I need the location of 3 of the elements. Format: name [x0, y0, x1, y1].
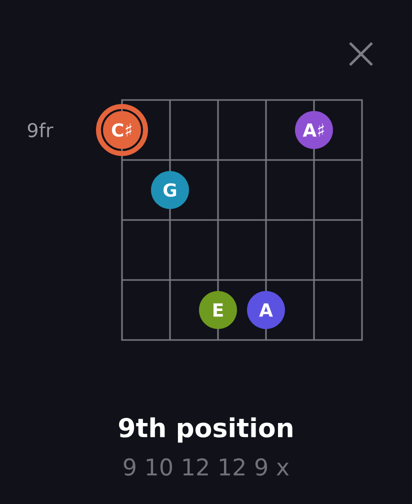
fret-label: 9fr — [28, 122, 54, 138]
fret-numbers: 9 10 12 12 9 x — [124, 458, 289, 476]
title: 9th position — [119, 417, 292, 443]
